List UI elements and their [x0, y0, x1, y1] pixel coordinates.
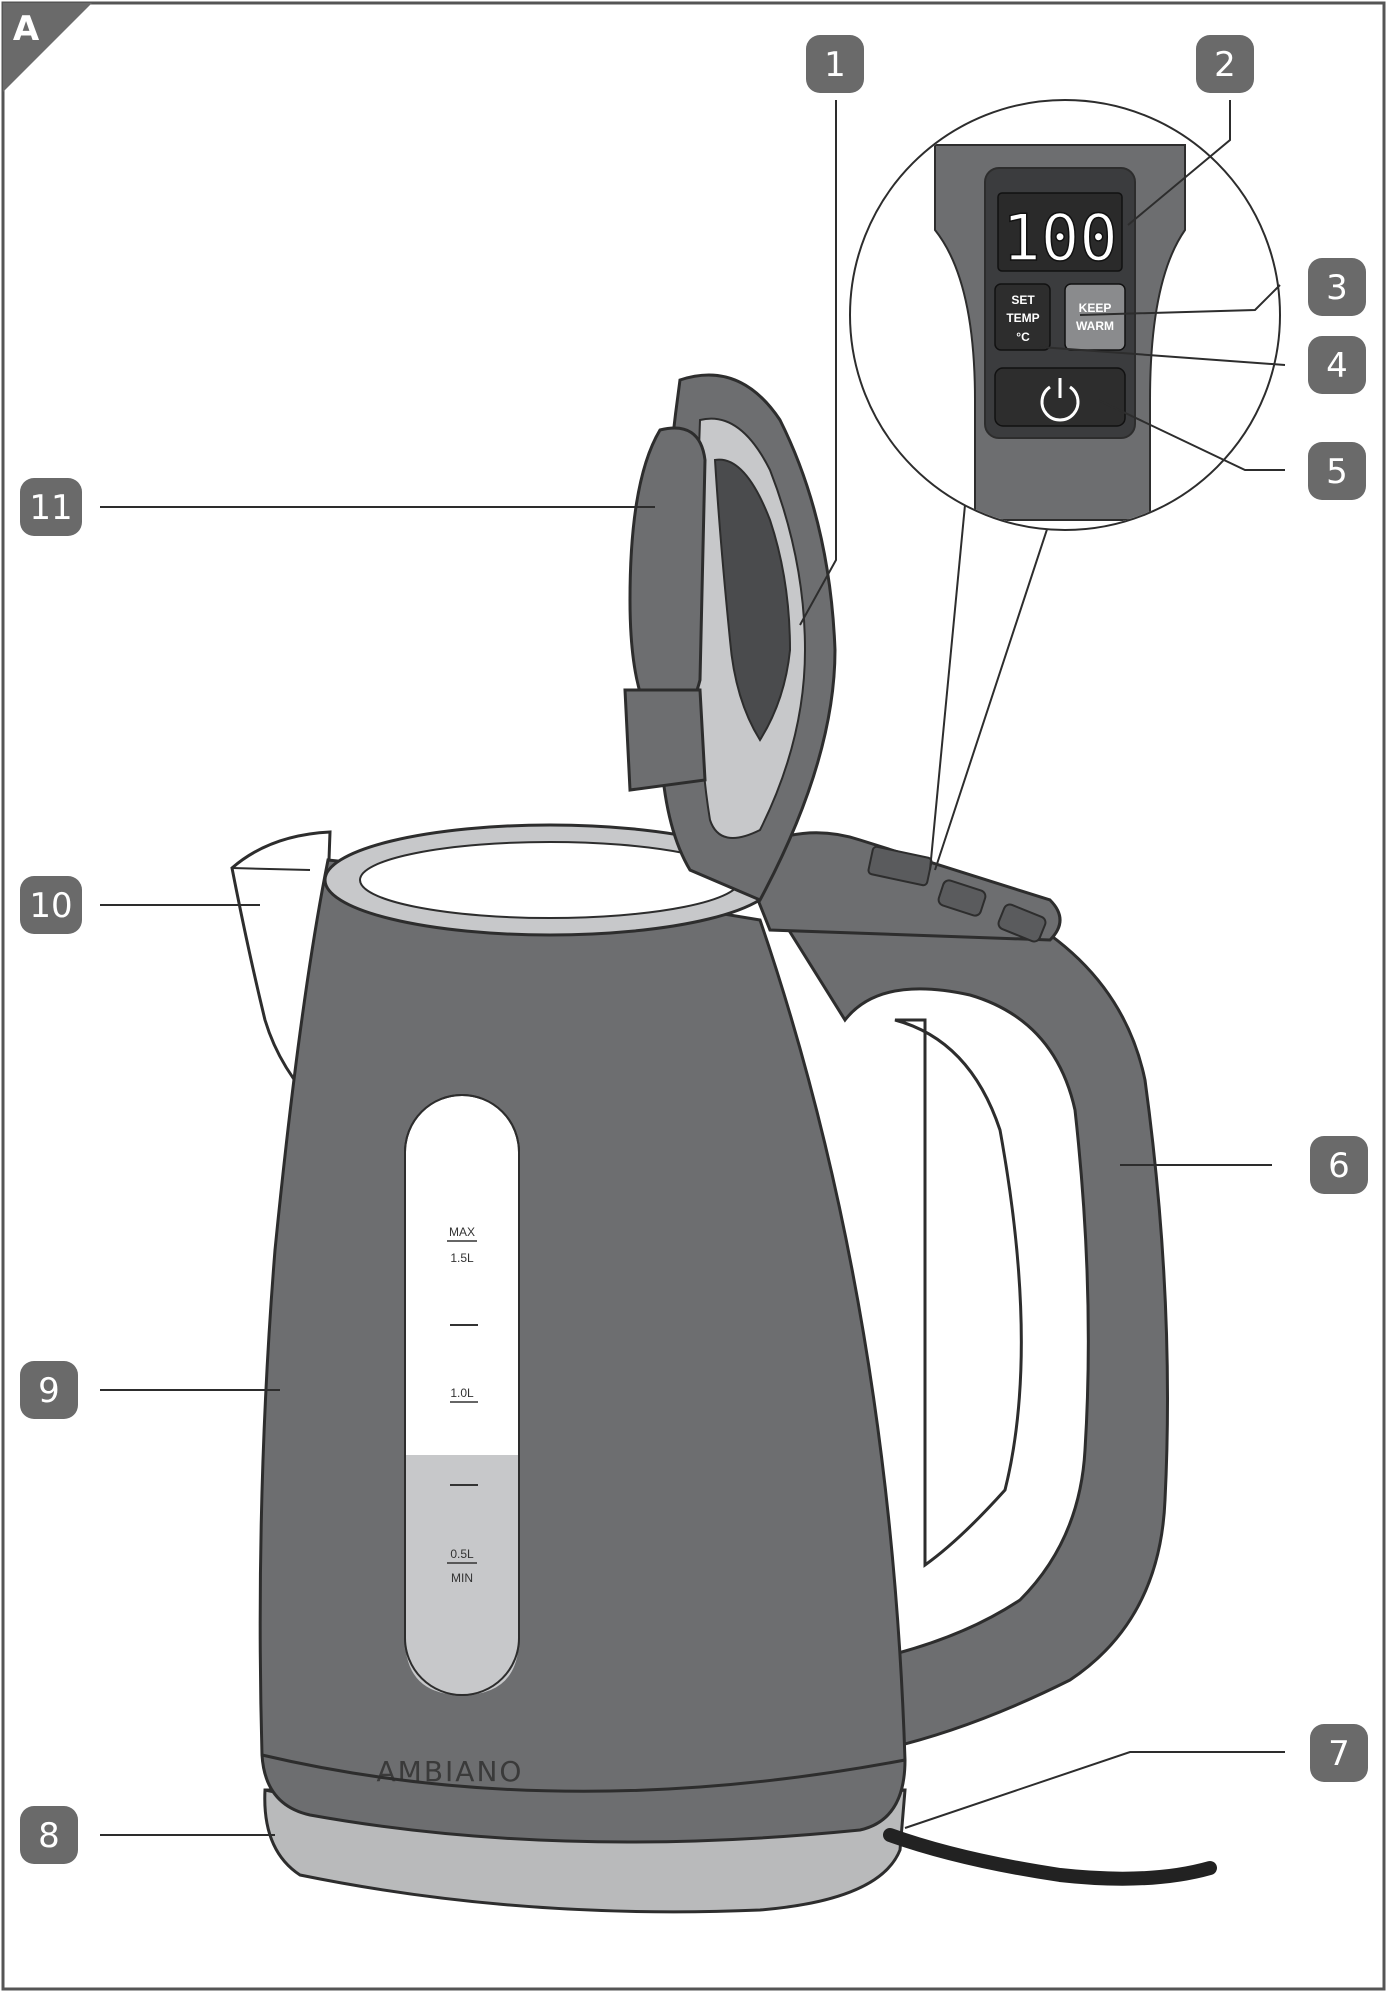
svg-text:3: 3: [1326, 268, 1348, 308]
callout-2: 2: [1196, 35, 1254, 93]
max-volume-label: 1.5L: [450, 1251, 474, 1265]
lid-latch: [623, 688, 707, 792]
mid-volume-label: 1.0L: [450, 1386, 474, 1400]
handle: [767, 878, 1169, 1752]
corner-tab: [3, 3, 92, 92]
set-temp-button[interactable]: [994, 283, 1051, 351]
callout-9: 9: [20, 1361, 78, 1419]
water-level-window: MAX 1.5L 1.0L 0.5L MIN: [404, 1094, 520, 1696]
power-icon: [1040, 378, 1080, 422]
keep-warm-button[interactable]: [1064, 283, 1126, 351]
svg-text:1: 1: [824, 45, 846, 85]
lid-outer-cap: [628, 426, 707, 732]
callout-5: 5: [1308, 442, 1366, 500]
figure-letter: A: [13, 9, 40, 49]
temperature-display: [997, 192, 1123, 272]
display-digits: 100: [1002, 202, 1118, 276]
svg-text:8: 8: [38, 1816, 60, 1856]
set-temp-label-2: TEMP: [1006, 311, 1039, 325]
handle-display-window: [867, 845, 933, 887]
magnifier: 100 SET TEMP °C KEEP WARM: [849, 99, 1281, 871]
svg-text:11: 11: [29, 488, 72, 528]
callout-3: 3: [1308, 258, 1366, 316]
min-volume-label: 0.5L: [450, 1547, 474, 1561]
lid: [623, 373, 837, 902]
kettle-body: [258, 858, 907, 1844]
handle-button-a: [937, 879, 987, 917]
svg-text:7: 7: [1328, 1734, 1350, 1774]
lid-filter: [713, 458, 792, 742]
svg-text:9: 9: [38, 1371, 60, 1411]
handle-button-b: [997, 903, 1047, 943]
callout-1: 1: [806, 35, 864, 93]
spout-rim: [231, 867, 311, 871]
callout-11: 11: [20, 478, 82, 536]
brand-logo: AMBIANO: [377, 1755, 524, 1788]
keep-warm-label-1: KEEP: [1079, 301, 1112, 315]
callout-8: 8: [20, 1806, 78, 1864]
max-label: MAX: [449, 1225, 475, 1239]
set-temp-label-3: °C: [1016, 330, 1030, 344]
svg-text:4: 4: [1326, 346, 1348, 386]
callout-6: 6: [1310, 1136, 1368, 1194]
keep-warm-label-2: WARM: [1076, 319, 1114, 333]
svg-text:6: 6: [1328, 1146, 1350, 1186]
leader-lines: [100, 100, 1286, 1836]
callout-4: 4: [1308, 336, 1366, 394]
svg-text:5: 5: [1326, 452, 1348, 492]
power-cord: [883, 1828, 1217, 1886]
svg-text:10: 10: [29, 886, 72, 926]
min-label: MIN: [451, 1571, 473, 1585]
callout-10: 10: [20, 876, 82, 934]
svg-text:2: 2: [1214, 45, 1236, 85]
handle-opening: [894, 1018, 1023, 1568]
set-temp-label-1: SET: [1011, 293, 1035, 307]
callout-7: 7: [1310, 1724, 1368, 1782]
base-ring: [261, 1753, 906, 1793]
